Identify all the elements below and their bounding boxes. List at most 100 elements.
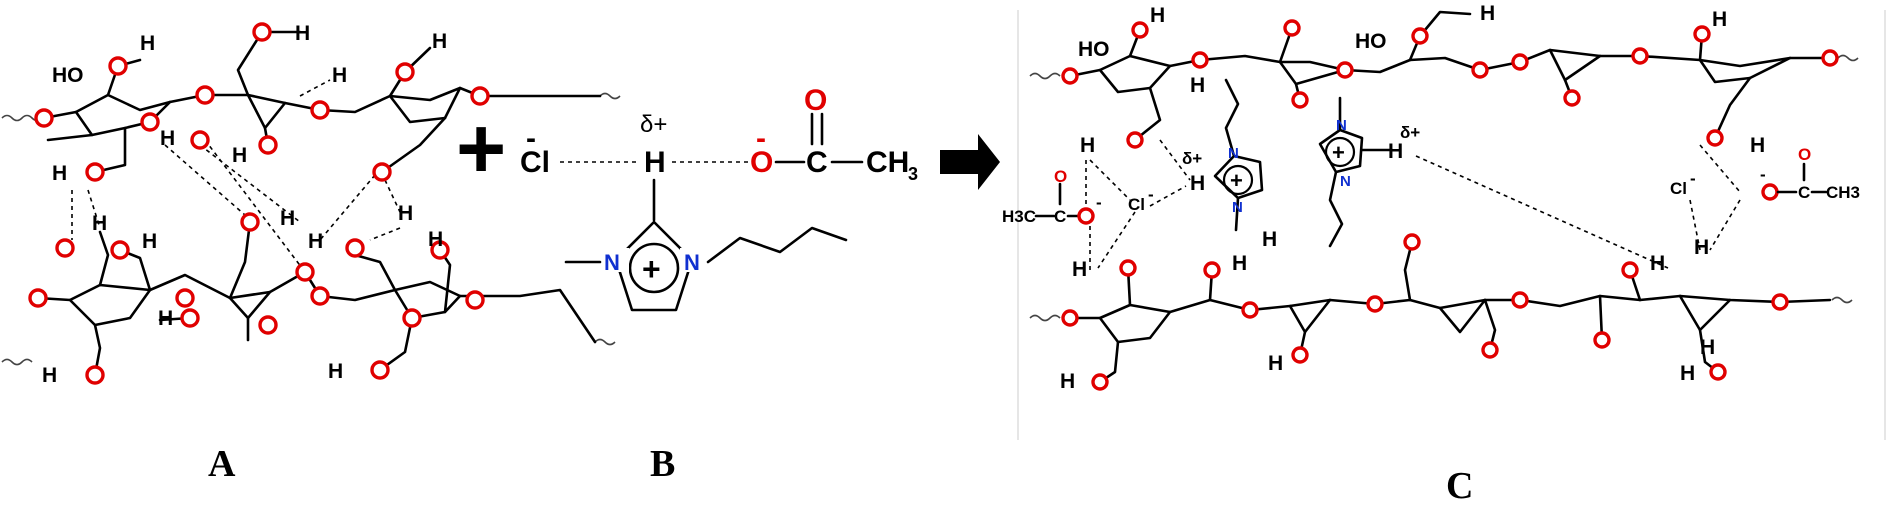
acetate-oxygen: O [750,146,773,179]
svg-text:H: H [52,162,67,185]
svg-text:C: C [1054,207,1066,226]
svg-text:C: C [1798,183,1810,202]
svg-text:H: H [1388,140,1403,163]
hydrogen-labels-c: H HO H HO H H H H H H H H H H H H H [1060,2,1765,393]
c-chain-end-top-left [1029,72,1061,80]
n-butyl-chain [706,226,848,264]
svg-text:δ+: δ+ [1400,123,1420,142]
c-bottom-chain-backbone [1068,294,1832,320]
hydrogen-labels-a: H H H HO H H H H H H H H H H H H H [42,22,447,387]
bottom-sub-7 [378,316,414,372]
svg-text:H: H [1190,74,1205,97]
top-chain-backbone [42,86,602,120]
svg-text:-: - [1148,185,1154,204]
svg-text:H: H [142,230,157,253]
svg-text:H: H [158,307,173,330]
chloride-charge: - [526,122,536,155]
c-chain-end-top-right [1837,54,1859,62]
svg-text:N: N [1340,173,1351,190]
svg-text:H: H [1262,228,1277,251]
top-sub-7 [46,133,94,142]
svg-text:O: O [1798,145,1811,164]
c-cation1-butyl [1224,78,1240,158]
acetate-methyl-subscript: 3 [908,164,918,184]
svg-text:H: H [332,64,347,87]
c-chain-end-bottom-left [1029,314,1061,322]
svg-text:H: H [1480,2,1495,25]
top-ring-3 [388,86,462,124]
c-top-sub-6 [1133,86,1162,142]
c-chloride-right: Cl [1670,179,1687,198]
svg-text:N: N [1232,199,1243,216]
svg-text:-: - [1690,169,1696,188]
svg-text:H: H [232,144,247,167]
bottom-sub-6 [353,253,397,292]
c-bottom-ring-4 [1678,294,1732,332]
bottom-sub-5 [228,220,252,300]
bottom-ring-1 [68,288,152,327]
svg-text:H: H [1150,4,1165,27]
panel-b-ionic-liquid: Cl - δ+ H O - C O CH 3 + N N B [520,84,918,485]
acetate-oxygen-charge: - [756,122,766,155]
svg-text:H: H [1190,172,1205,195]
top-sub-6 [380,116,447,174]
panel-a-cellulose-hydrogen-bonded: H H H HO H H H H H H H H H H H H H A [1,22,621,485]
c-cation1-methyl [1234,196,1240,232]
svg-text:H: H [42,364,57,387]
c-top-ring-2 [1278,60,1347,86]
svg-text:H: H [1080,134,1095,157]
svg-text:H: H [1750,134,1765,157]
svg-text:H: H [308,230,323,253]
carbonyl-carbon: C [806,146,828,179]
bottom-ring-3 [393,288,462,320]
svg-text:-: - [1760,165,1766,184]
chloride-ion: Cl [520,146,550,179]
svg-text:H: H [140,32,155,55]
svg-text:H: H [295,22,310,45]
panel-c-dissolved-cellulose: + N N H δ+ + N N H δ+ H3C C O - Cl - - C [1002,2,1860,507]
svg-text:H: H [1700,336,1715,359]
svg-text:H: H [1072,258,1087,281]
svg-text:H: H [1232,252,1247,275]
c-bottom-sub-5 [1403,240,1414,302]
c-cation2-ring [1318,128,1364,174]
svg-text:H: H [1680,362,1695,385]
c-top-ring-1 [1098,64,1172,94]
top-sub-4 [93,126,127,174]
c-bottom-ring-3 [1438,298,1487,334]
svg-text:H: H [432,30,447,53]
svg-text:+: + [1332,140,1345,165]
oxygen-atoms-a [28,22,490,385]
ring-plus: + [642,251,661,287]
plus-sign: + [456,101,506,197]
c-chloride-left: Cl [1128,195,1145,214]
svg-text:H: H [160,127,175,150]
bottom-chain-backbone [36,270,597,344]
svg-text:-: - [1096,193,1102,212]
svg-text:H: H [398,202,413,225]
hydrogen-bonds-c [1085,139,1741,270]
panel-label-c: C [1446,465,1473,507]
svg-text:H: H [92,212,107,235]
svg-text:HO: HO [1355,30,1387,53]
reaction-arrow [940,134,1000,190]
svg-text:O: O [1054,167,1067,186]
c-chain-end-bottom-right [1831,296,1853,304]
ring-nitrogen-right: N [684,250,700,275]
acidic-hydrogen: H [644,146,666,179]
delta-plus: δ+ [640,111,667,138]
c-bottom-ring-1 [1098,310,1172,344]
c-cation2-butyl [1328,170,1344,248]
svg-text:N: N [1228,145,1239,162]
panel-label-b: B [650,443,675,485]
svg-text:H: H [1694,236,1709,259]
c-top-chain-backbone [1068,48,1832,78]
c-cation1-charge [1222,164,1254,196]
chain-end-top-right [599,92,621,100]
oxygen-atoms-c [1061,19,1839,391]
carbonyl-oxygen: O [804,84,827,117]
hydrogen-bonds-a [71,79,401,273]
svg-text:H: H [328,360,343,383]
svg-text:H: H [1650,252,1665,275]
